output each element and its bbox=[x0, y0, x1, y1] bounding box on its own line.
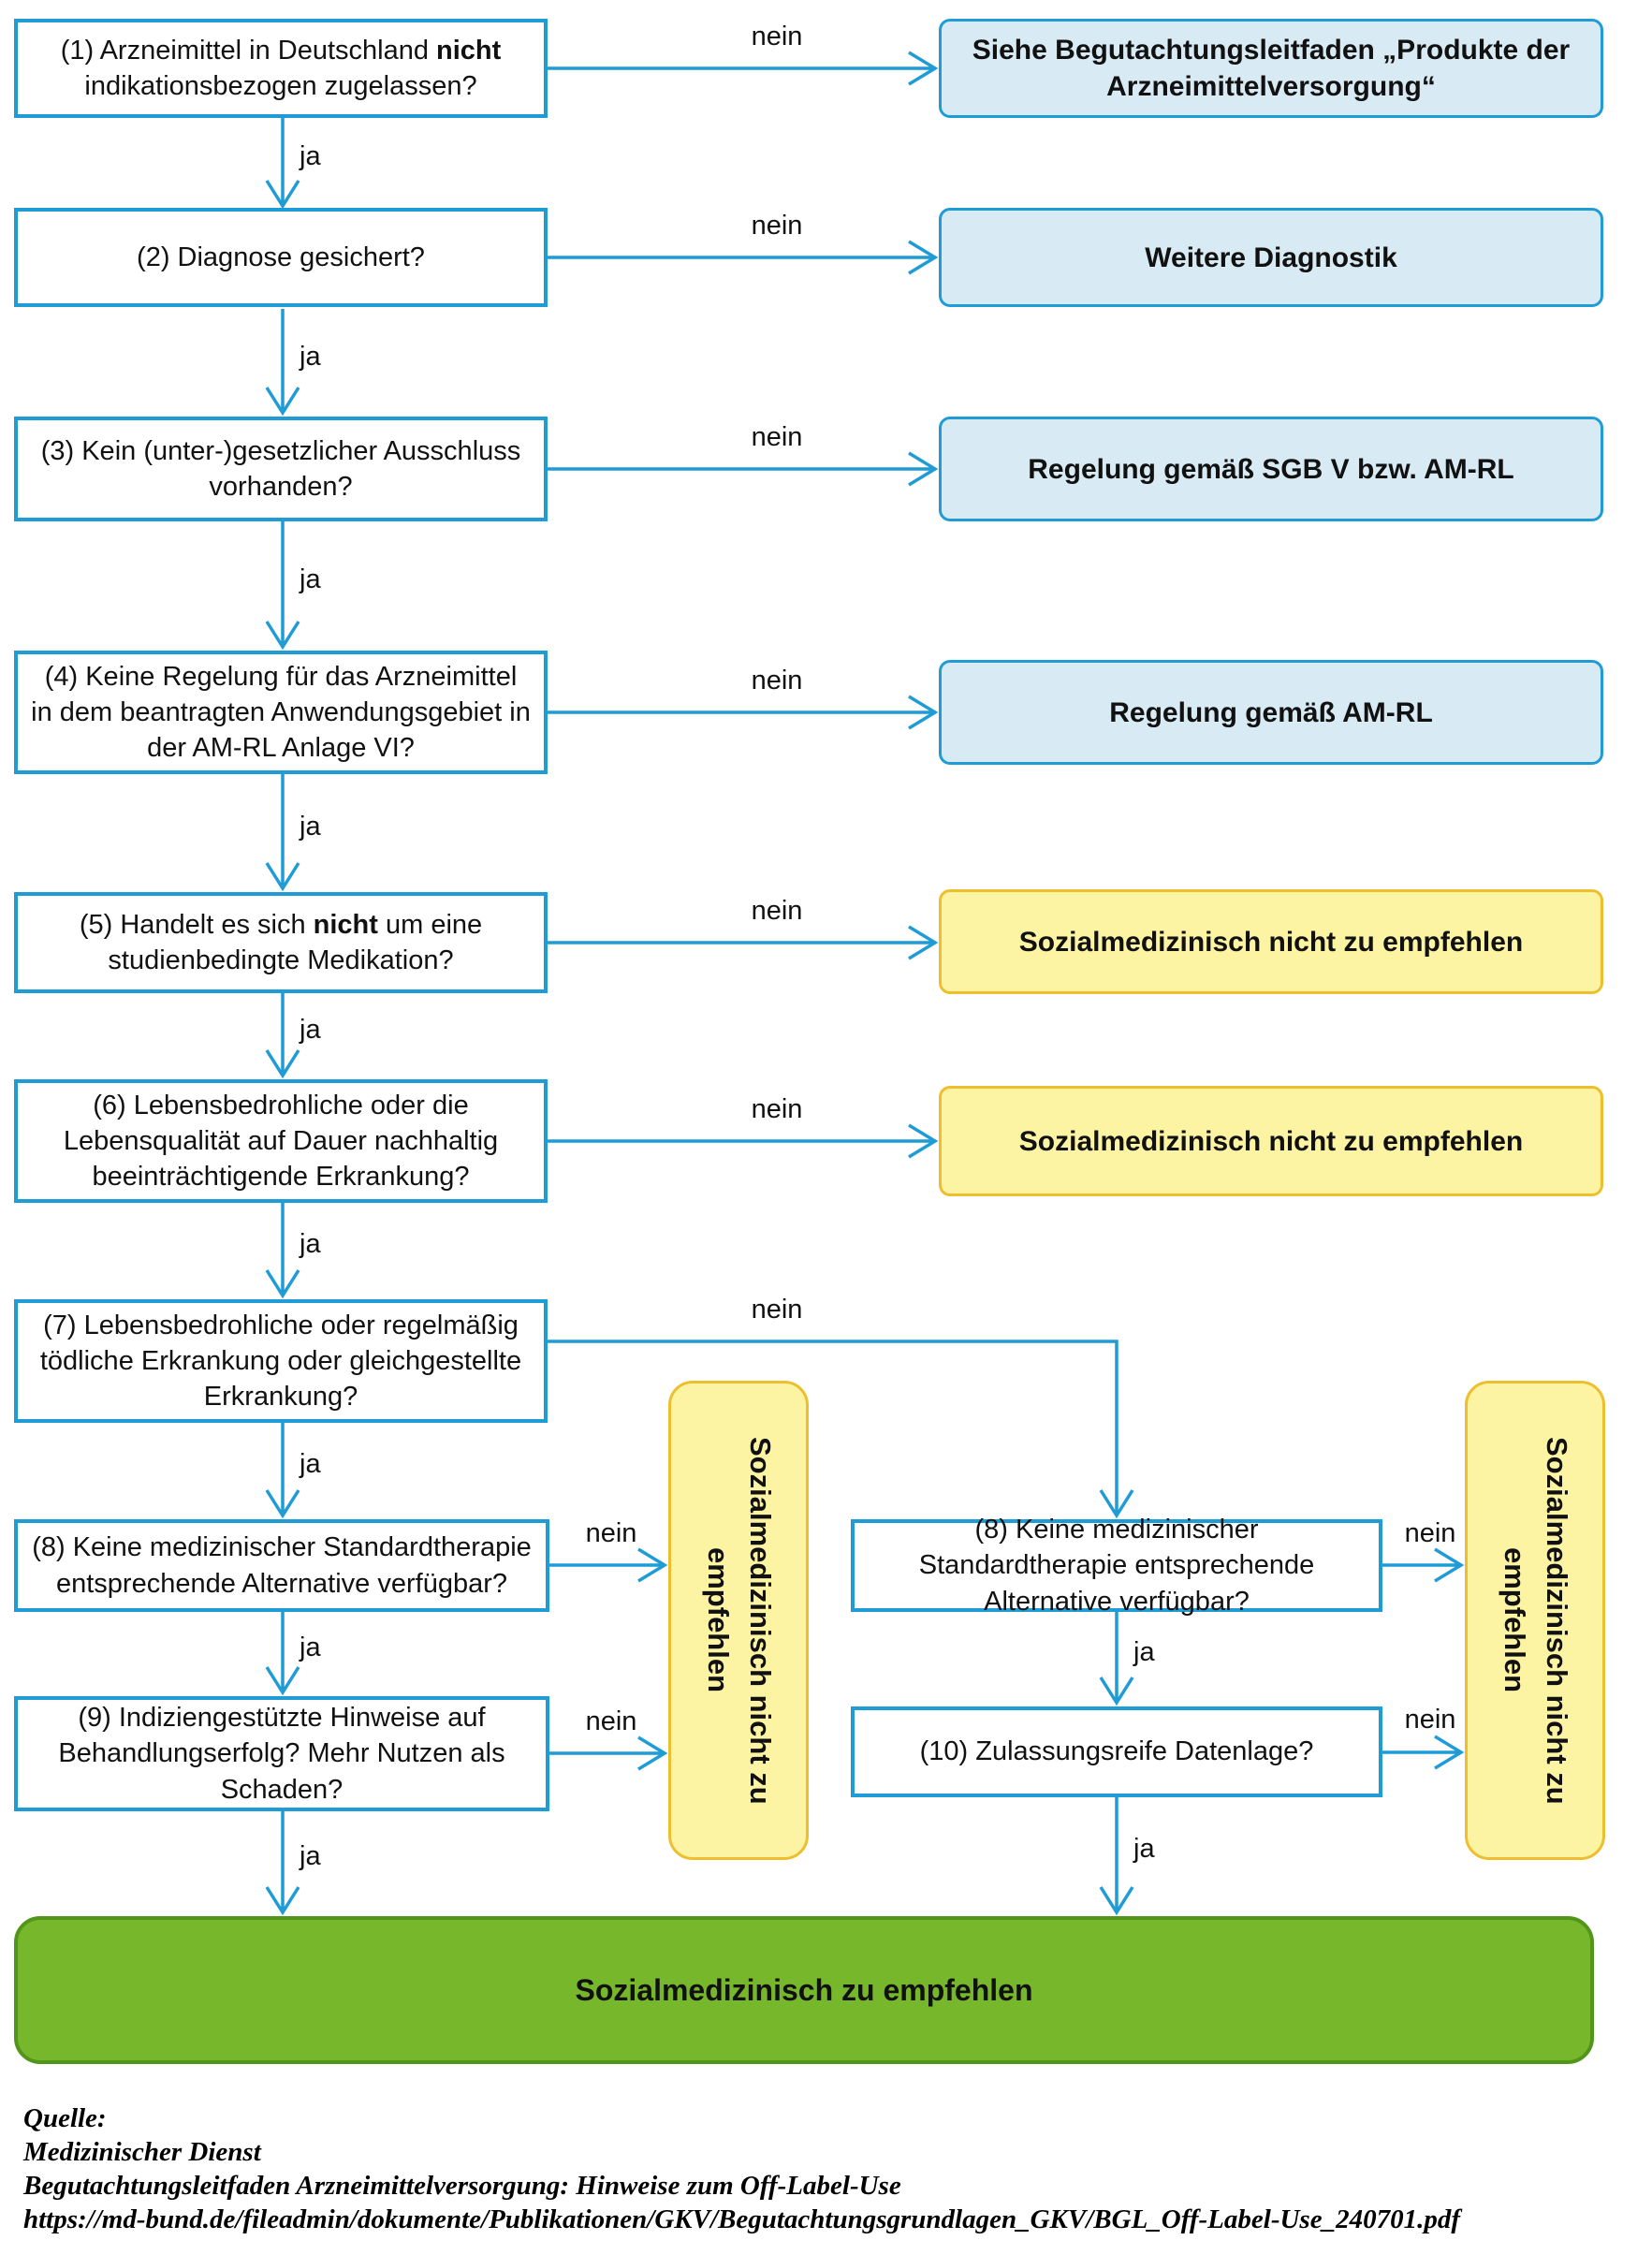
decision-1-text: (1) Arzneimittel in Deutschland nicht in… bbox=[60, 35, 502, 101]
decision-7-text: (7) Lebensbedrohliche oder regelmäßig tö… bbox=[39, 1310, 522, 1413]
outcome-not-recommended-1-text: Sozialmedizinisch nicht zu empfehlen bbox=[1018, 926, 1524, 958]
ja-label-11: ja bbox=[1133, 1834, 1155, 1864]
ja-label-5: ja bbox=[300, 1015, 321, 1045]
decision-10-text: (10) Zulassungsreife Datenlage? bbox=[919, 1736, 1314, 1767]
nein-label-9: nein bbox=[585, 1706, 637, 1736]
decision-4-box: (4) Keine Regelung für das Arzneimittel … bbox=[14, 651, 548, 774]
ja-label-10: ja bbox=[1133, 1637, 1155, 1667]
decision-7-box: (7) Lebensbedrohliche oder regelmäßig tö… bbox=[14, 1299, 548, 1423]
outcome-regelung-amrl-text: Regelung gemäß AM-RL bbox=[1109, 696, 1433, 728]
decision-5-box: (5) Handelt es sich nicht um eine studie… bbox=[14, 892, 548, 993]
decision-8-left-box: (8) Keine medizinischer Standardtherapie… bbox=[14, 1519, 549, 1612]
nein-label-11: nein bbox=[1404, 1705, 1456, 1735]
source-url: https://md-bund.de/fileadmin/dokumente/P… bbox=[23, 2204, 1460, 2234]
decision-2-box: (2) Diagnose gesichert? bbox=[14, 208, 548, 307]
outcome-not-recommended-2-text: Sozialmedizinisch nicht zu empfehlen bbox=[1018, 1125, 1524, 1157]
outcome-regelung-sgb-box: Regelung gemäß SGB V bzw. AM-RL bbox=[939, 417, 1603, 521]
outcome-guideline-box: Siehe Begutachtungsleitfaden „Produkte d… bbox=[939, 19, 1603, 118]
outcome-not-recommended-2-box: Sozialmedizinisch nicht zu empfehlen bbox=[939, 1086, 1603, 1196]
ja-label-7: ja bbox=[300, 1449, 321, 1479]
source-document-title: Begutachtungsleitfaden Arzneimittelverso… bbox=[23, 2171, 901, 2201]
vertical-text-left: Sozialmedizinisch nicht zu empfehlen bbox=[696, 1437, 781, 1805]
ja-label-4: ja bbox=[300, 812, 321, 842]
outcome-regelung-sgb-text: Regelung gemäß SGB V bzw. AM-RL bbox=[1028, 453, 1514, 485]
outcome-not-recommended-vertical-right: Sozialmedizinisch nicht zu empfehlen bbox=[1465, 1381, 1605, 1860]
outcome-recommended-green-text: Sozialmedizinisch zu empfehlen bbox=[575, 1972, 1033, 2007]
outcome-not-recommended-vertical-left: Sozialmedizinisch nicht zu empfehlen bbox=[668, 1381, 809, 1860]
decision-1-box: (1) Arzneimittel in Deutschland nicht in… bbox=[14, 19, 548, 118]
ja-label-9: ja bbox=[300, 1841, 321, 1871]
nein-label-7: nein bbox=[751, 1295, 803, 1325]
source-block: Quelle: Medizinischer Dienst Begutachtun… bbox=[23, 2101, 1460, 2236]
outcome-regelung-amrl-box: Regelung gemäß AM-RL bbox=[939, 660, 1603, 765]
decision-10-box: (10) Zulassungsreife Datenlage? bbox=[851, 1706, 1382, 1797]
nein-label-3: nein bbox=[751, 422, 803, 452]
decision-5-text: (5) Handelt es sich nicht um eine studie… bbox=[79, 909, 483, 975]
vertical-text-right-line2: empfehlen bbox=[1498, 1547, 1531, 1693]
decision-6-text: (6) Lebensbedrohliche oder die Lebensqua… bbox=[63, 1090, 499, 1193]
decision-8-left-text: (8) Keine medizinischer Standardtherapie… bbox=[32, 1532, 532, 1599]
decision-8-right-box: (8) Keine medizinischer Standardtherapie… bbox=[851, 1515, 1382, 1617]
outcome-not-recommended-1-box: Sozialmedizinisch nicht zu empfehlen bbox=[939, 889, 1603, 994]
outcome-weitere-diagnostik-box: Weitere Diagnostik bbox=[939, 208, 1603, 307]
vertical-text-right-line1: Sozialmedizinisch nicht zu bbox=[1540, 1436, 1573, 1805]
ja-label-3: ja bbox=[300, 564, 321, 594]
outcome-weitere-diagnostik-text: Weitere Diagnostik bbox=[1145, 242, 1397, 273]
decision-2-text: (2) Diagnose gesichert? bbox=[137, 242, 425, 272]
decision-6-box: (6) Lebensbedrohliche oder die Lebensqua… bbox=[14, 1079, 548, 1203]
nein-label-6: nein bbox=[751, 1094, 803, 1124]
ja-label-2: ja bbox=[300, 342, 321, 372]
decision-9-text: (9) Indiziengestützte Hinweise auf Behan… bbox=[58, 1703, 505, 1805]
decision-3-text: (3) Kein (unter-)gesetzlicher Ausschluss… bbox=[40, 435, 521, 502]
vertical-text-left-line2: empfehlen bbox=[702, 1547, 735, 1693]
nein-label-1: nein bbox=[751, 22, 803, 51]
ja-label-8: ja bbox=[300, 1633, 321, 1662]
nein-label-4: nein bbox=[751, 666, 803, 696]
decision-9-box: (9) Indiziengestützte Hinweise auf Behan… bbox=[14, 1696, 549, 1811]
nein-label-8: nein bbox=[585, 1518, 637, 1548]
nein-label-5: nein bbox=[751, 896, 803, 926]
nein-label-2: nein bbox=[751, 211, 803, 241]
ja-label-1: ja bbox=[300, 141, 321, 171]
vertical-text-left-line1: Sozialmedizinisch nicht zu bbox=[743, 1436, 777, 1805]
ja-label-6: ja bbox=[300, 1229, 321, 1259]
source-label: Quelle: bbox=[23, 2103, 107, 2133]
nein-label-10: nein bbox=[1404, 1518, 1456, 1548]
decision-4-text: (4) Keine Regelung für das Arzneimittel … bbox=[31, 661, 531, 764]
decision-3-box: (3) Kein (unter-)gesetzlicher Ausschluss… bbox=[14, 417, 548, 521]
decision-8-right-text: (8) Keine medizinischer Standardtherapie… bbox=[918, 1515, 1315, 1617]
outcome-recommended-green-box: Sozialmedizinisch zu empfehlen bbox=[14, 1916, 1594, 2064]
outcome-guideline-text: Siehe Begutachtungsleitfaden „Produkte d… bbox=[972, 35, 1571, 102]
vertical-text-right: Sozialmedizinisch nicht zu empfehlen bbox=[1493, 1437, 1577, 1805]
source-organisation: Medizinischer Dienst bbox=[23, 2137, 261, 2167]
